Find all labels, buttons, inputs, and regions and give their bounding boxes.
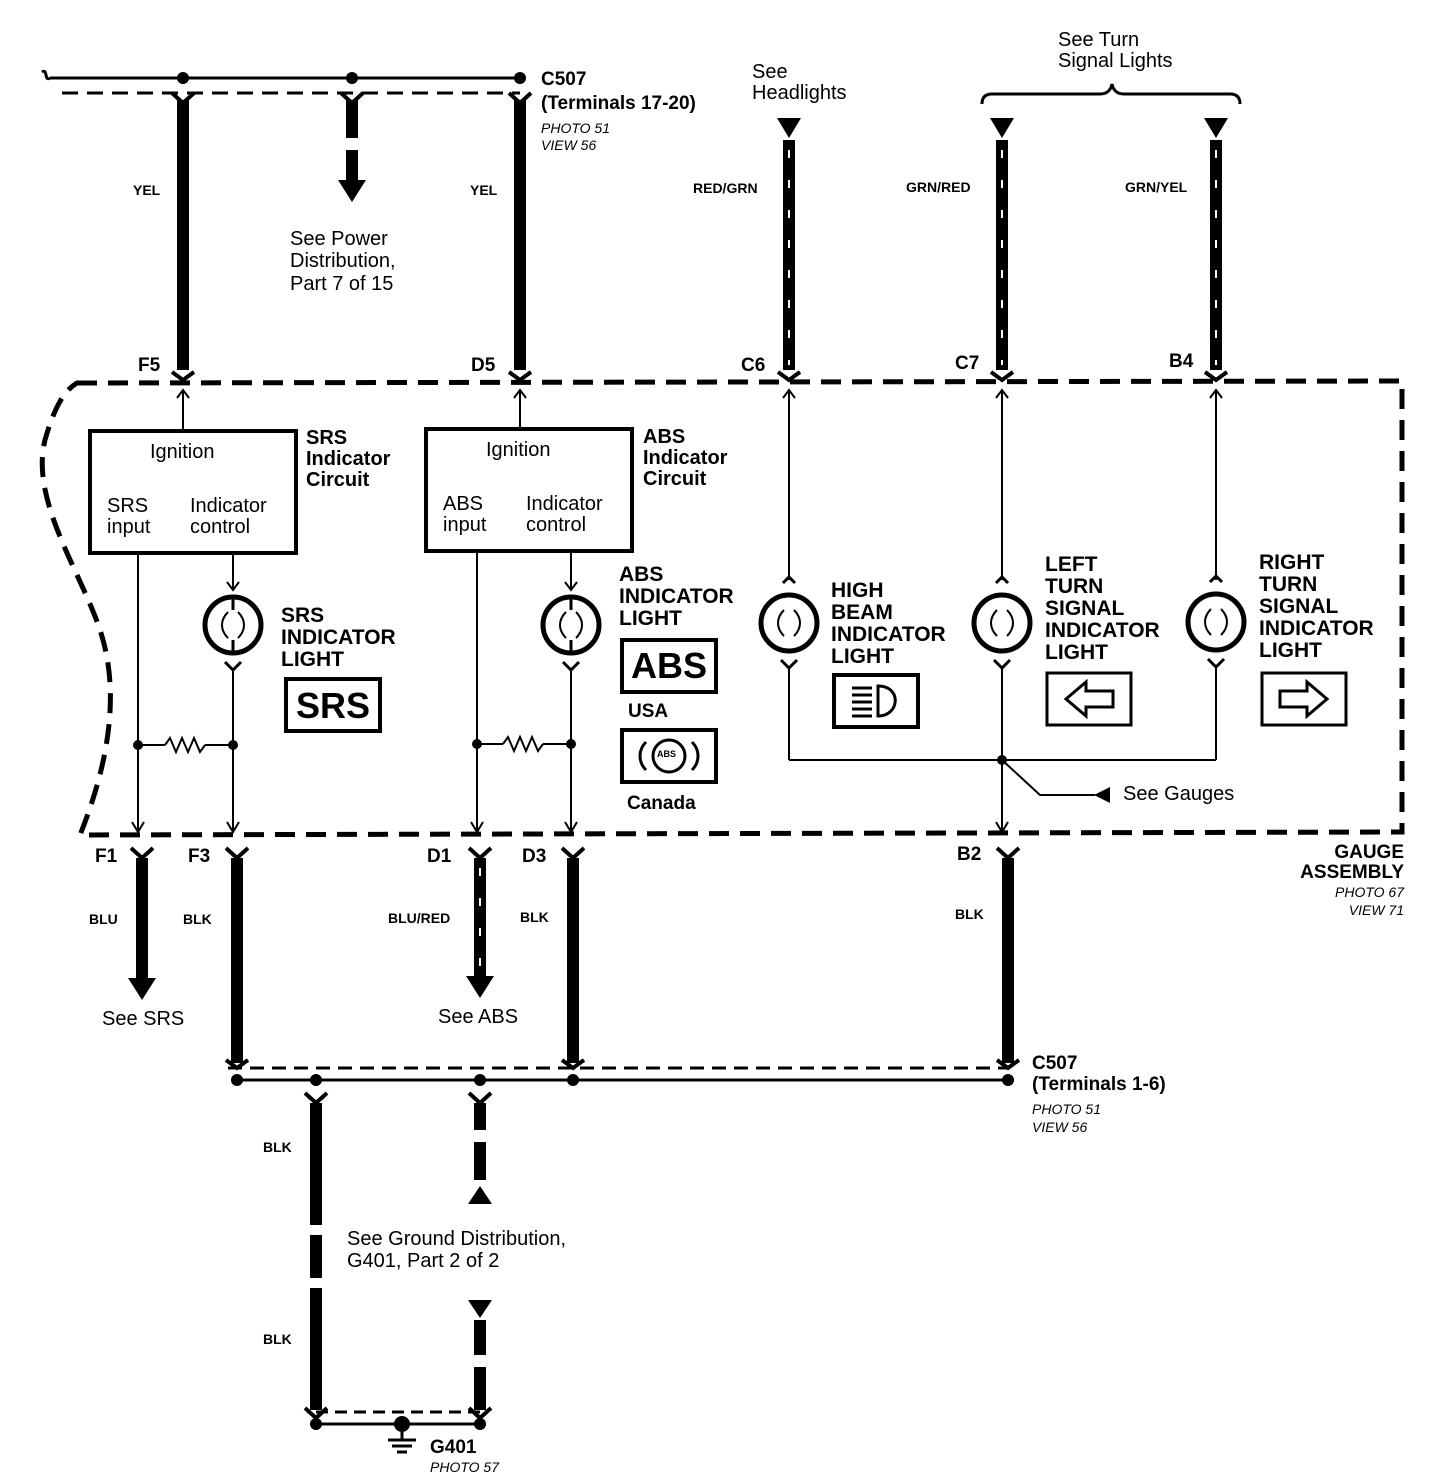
ref-turn-signal: See Turn Signal Lights (1058, 29, 1173, 72)
wire-yel-right (507, 91, 533, 383)
wire-label-blk-f3: BLK (183, 911, 212, 927)
internal-top-lines (176, 388, 1223, 580)
ref-power-distribution: See Power Distribution, Part 7 of 15 (290, 228, 396, 295)
ref-srs: See SRS (102, 1008, 185, 1030)
abs-canada-symbol: ABS (657, 749, 677, 759)
g401-photo: PHOTO 57 (430, 1459, 499, 1475)
wire-label-blk-b2: BLK (955, 906, 984, 922)
bulb-icon (971, 574, 1033, 671)
wire-label-red-grn: RED/GRN (693, 180, 758, 196)
right-turn-light-label: RIGHT TURN SIGNAL INDICATOR LIGHT (1259, 551, 1374, 663)
wire-blu (128, 846, 156, 1000)
high-beam-light-label: HIGH BEAM INDICATOR LIGHT (831, 579, 946, 669)
bulb-icon (202, 594, 264, 673)
terminal-d5: D5 (471, 355, 496, 376)
terminal-c6: C6 (741, 355, 766, 376)
terminal-b2: B2 (957, 844, 982, 865)
wire-label-blk-ground-2: BLK (263, 1331, 292, 1347)
bulb-icon (758, 574, 820, 671)
ground-icon (388, 1416, 416, 1454)
abs-input: ABS input (443, 493, 487, 536)
srs-symbol: SRS (295, 685, 371, 726)
abs-canada-label: Canada (627, 793, 696, 814)
gauge-assembly-photo: PHOTO 67 (1335, 884, 1404, 900)
abs-lower-lines (470, 551, 578, 834)
c507-bottom-terminals: (Terminals 1-6) (1032, 1074, 1166, 1095)
high-beam-icon (832, 673, 920, 729)
terminal-d3: D3 (522, 846, 547, 867)
c507-bottom-photo: PHOTO 51 (1032, 1101, 1101, 1117)
wire-blk-f3 (224, 846, 250, 1071)
c507-top-name: C507 (541, 69, 587, 90)
abs-circuit-box (424, 427, 634, 553)
srs-ignition: Ignition (150, 441, 215, 463)
bottom-bus (228, 1066, 1014, 1086)
power-distribution-branch (338, 91, 366, 202)
wire-blk-b2 (995, 846, 1021, 1071)
srs-light-label: SRS INDICATOR LIGHT (281, 604, 396, 672)
srs-circuit-box (88, 429, 298, 555)
terminal-f5: F5 (138, 355, 161, 376)
wire-label-grn-red: GRN/RED (906, 179, 971, 195)
c507-bottom-view: VIEW 56 (1032, 1119, 1088, 1135)
right-arrow-icon (1260, 671, 1348, 727)
c507-top-photo: PHOTO 51 (541, 120, 610, 136)
srs-symbol-box (284, 677, 382, 733)
abs-symbol-box (620, 638, 718, 694)
bulb-icon (1185, 573, 1247, 670)
common-return (788, 667, 1217, 834)
c507-top-view: VIEW 56 (541, 137, 597, 153)
wire-yel-left (170, 91, 196, 383)
srs-circuit-title: SRS Indicator Circuit (306, 427, 391, 491)
wire-label-blu: BLU (89, 911, 118, 927)
gauge-assembly-view: VIEW 71 (1348, 902, 1404, 918)
srs-input: SRS input (107, 495, 151, 538)
abs-canada-icon (620, 728, 718, 784)
wire-grn-red (989, 118, 1015, 383)
abs-ignition: Ignition (486, 439, 551, 461)
abs-light-label: ABS INDICATOR LIGHT (619, 563, 734, 631)
abs-indicator-control: Indicator control (526, 493, 603, 536)
wire-blk-d3 (560, 846, 586, 1071)
wire-label-blu-red: BLU/RED (388, 910, 451, 926)
terminal-c7: C7 (955, 353, 980, 374)
left-arrow-icon (1045, 671, 1133, 727)
left-turn-light-label: LEFT TURN SIGNAL INDICATOR LIGHT (1045, 553, 1160, 665)
wire-label-blk-d3: BLK (520, 909, 549, 925)
ref-abs: See ABS (438, 1006, 519, 1028)
srs-indicator-control: Indicator control (190, 495, 267, 538)
abs-usa-label: USA (628, 701, 669, 722)
ref-headlights: See Headlights (752, 61, 847, 104)
g401-name: G401 (430, 1437, 477, 1458)
abs-symbol: ABS (630, 645, 707, 686)
abs-circuit-title: ABS Indicator Circuit (643, 426, 728, 490)
terminal-d1: D1 (427, 846, 452, 867)
gauge-assembly-boundary (39, 378, 1405, 838)
wire-label-blk-ground-1: BLK (263, 1139, 292, 1155)
wire-label-yel-left: YEL (133, 182, 161, 198)
terminal-f3: F3 (188, 846, 211, 867)
terminal-f1: F1 (95, 846, 118, 867)
srs-lower-lines (131, 553, 240, 834)
ground-distribution-branch (467, 1091, 493, 1421)
bulb-icon (540, 594, 602, 673)
c507-bottom-name: C507 (1032, 1053, 1078, 1074)
top-bus (41, 69, 526, 95)
wire-label-grn-yel: GRN/YEL (1125, 179, 1188, 195)
wire-red-grn (776, 118, 802, 383)
c507-top-terminals: (Terminals 17-20) (541, 93, 696, 114)
wire-blu-red (466, 846, 494, 998)
terminal-b4: B4 (1169, 351, 1194, 372)
wire-blk-ground (303, 1091, 329, 1421)
wire-grn-yel (1203, 118, 1229, 383)
ref-ground-distribution: See Ground Distribution, G401, Part 2 of… (347, 1228, 567, 1273)
wire-label-yel-right: YEL (470, 182, 498, 198)
turn-signal-bracket (980, 83, 1242, 105)
ref-gauges: See Gauges (1123, 783, 1235, 805)
gauge-assembly-name: GAUGE ASSEMBLY (1300, 842, 1404, 883)
